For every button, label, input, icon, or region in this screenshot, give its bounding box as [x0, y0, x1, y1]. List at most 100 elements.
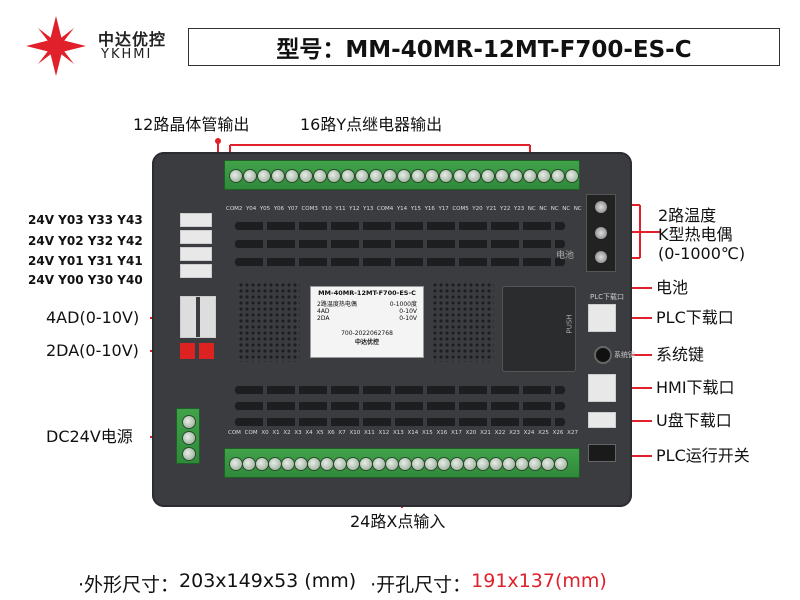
left-port-label-2: 24V Y02 Y32 Y42 [28, 234, 143, 248]
usb-download-port[interactable] [588, 412, 616, 428]
battery-mark: 电池 [556, 251, 575, 261]
plate-row-value: 0-10V [399, 308, 417, 315]
thermocouple-terminal [586, 194, 616, 272]
plate-row-label: 4AD [317, 308, 330, 315]
plate-row-label: 2DA [317, 315, 330, 322]
pin-label: Y13 [363, 206, 374, 212]
pin-label: COM2 [226, 206, 243, 212]
callout-usb-download: U盘下载口 [656, 411, 732, 430]
pin-label: COM5 [452, 206, 469, 212]
plc-download-port[interactable] [588, 304, 616, 332]
pin-label: COM [228, 430, 241, 436]
pin-label: Y04 [245, 206, 257, 212]
bottom-pin-labels: COM COM X0 X1 X2 X3 X4 X5 X6 X7 X10 X11 … [228, 430, 578, 436]
pin-label: Y23 [513, 206, 525, 212]
pin-label: X21 [480, 430, 491, 436]
pin-label: X7 [338, 430, 346, 436]
y-output-port-3[interactable] [180, 247, 212, 261]
callout-transistor-output: 12路晶体管输出 [133, 115, 250, 134]
callout-plc-download: PLC下载口 [656, 308, 734, 327]
plate-row-label: 2路温度热电偶 [317, 301, 357, 308]
push-mark: PUSH [565, 314, 574, 334]
pin-label: COM4 [376, 206, 394, 212]
vent-slots-bottom [235, 386, 565, 394]
pin-label: X6 [327, 430, 335, 436]
pin-label: X22 [494, 430, 506, 436]
pin-label: Y20 [472, 206, 483, 212]
pin-label: NC [539, 206, 548, 212]
callout-4ad: 4AD(0-10V) [46, 308, 140, 327]
vent-slots-bottom-2 [235, 402, 565, 410]
callout-battery: 电池 [656, 278, 689, 297]
ad-port[interactable] [180, 296, 216, 338]
pin-label: NC [562, 206, 571, 212]
pin-label: Y17 [438, 206, 449, 212]
screw-icon [595, 201, 607, 213]
pin-label: X23 [509, 430, 520, 436]
pin-label: Y22 [500, 206, 511, 212]
callout-relay-output: 16路Y点继电器输出 [300, 115, 443, 134]
da-port[interactable] [180, 343, 214, 359]
pin-label: X4 [305, 430, 313, 436]
hmi-download-port[interactable] [588, 374, 616, 402]
outer-size-value: 203x149x53 (mm) [179, 570, 357, 592]
y-output-port-2[interactable] [180, 230, 212, 244]
pin-label: Y06 [273, 206, 285, 212]
callout-system-key: 系统键 [656, 345, 705, 364]
plc-run-switch[interactable] [588, 444, 616, 462]
pin-label: Y14 [396, 206, 408, 212]
pin-label: X17 [451, 430, 462, 436]
model-title: 型号：MM-40MR-12MT-F700-ES-C [188, 28, 780, 66]
callout-thermocouple-3: (0-1000℃) [658, 244, 746, 263]
pin-label: X1 [272, 430, 280, 436]
screw-icon [595, 227, 607, 239]
pin-label: X2 [283, 430, 291, 436]
pin-label: X10 [349, 430, 361, 436]
vent-slots-top-2 [235, 240, 565, 248]
plc-port-mark: PLC下载口 [590, 293, 625, 301]
dc24v-terminal [176, 408, 200, 464]
plate-serial: 700-2022062768 [341, 330, 393, 337]
pin-label: X24 [523, 430, 535, 436]
pin-label: X3 [294, 430, 302, 436]
vent-grid-right [432, 282, 494, 362]
pin-label: Y07 [287, 206, 298, 212]
bottom-terminal-block [224, 448, 580, 478]
dimensions-line: ·外形尺寸： 203x149x53 (mm) ·开孔尺寸： 191x137(mm… [78, 570, 607, 597]
brand-name-en: YKHMI [101, 47, 153, 62]
pin-label: X5 [316, 430, 324, 436]
pin-label: X27 [567, 430, 578, 436]
left-port-label-3: 24V Y01 Y31 Y41 [28, 254, 143, 268]
pin-label: X16 [436, 430, 448, 436]
callout-x-input: 24路X点输入 [350, 512, 446, 531]
pin-label: NC [573, 206, 582, 212]
pin-label: Y05 [259, 206, 271, 212]
pin-label: X20 [465, 430, 477, 436]
callout-thermocouple-1: 2路温度 [658, 206, 717, 225]
y-output-port-4[interactable] [180, 264, 212, 278]
pin-label: Y12 [349, 206, 360, 212]
pin-label: Y21 [486, 206, 497, 212]
screw-icon [595, 251, 607, 263]
vent-grid-left [238, 282, 300, 362]
pin-label: Y10 [321, 206, 332, 212]
pin-label: X15 [422, 430, 433, 436]
pin-label: X25 [538, 430, 549, 436]
pin-label: Y15 [410, 206, 422, 212]
cutout-size-label: ·开孔尺寸： [370, 574, 472, 596]
plate-row-value: 0-10V [399, 315, 417, 322]
battery-cover[interactable] [502, 286, 576, 372]
plate-row-value: 0-1000度 [389, 301, 417, 308]
y-output-port-1[interactable] [180, 213, 212, 227]
left-port-label-4: 24V Y00 Y30 Y40 [28, 273, 143, 287]
callout-run-switch: PLC运行开关 [656, 446, 750, 465]
pin-label: X13 [392, 430, 404, 436]
callout-hmi-download: HMI下载口 [656, 378, 735, 397]
outer-size-label: ·外形尺寸： [78, 574, 180, 596]
pin-label: X26 [552, 430, 564, 436]
pin-label: NC [527, 206, 536, 212]
pin-label: X12 [378, 430, 390, 436]
system-key-button[interactable] [594, 346, 612, 364]
plate-logo: 中达优控 [354, 339, 379, 346]
brand-logo [24, 14, 88, 78]
